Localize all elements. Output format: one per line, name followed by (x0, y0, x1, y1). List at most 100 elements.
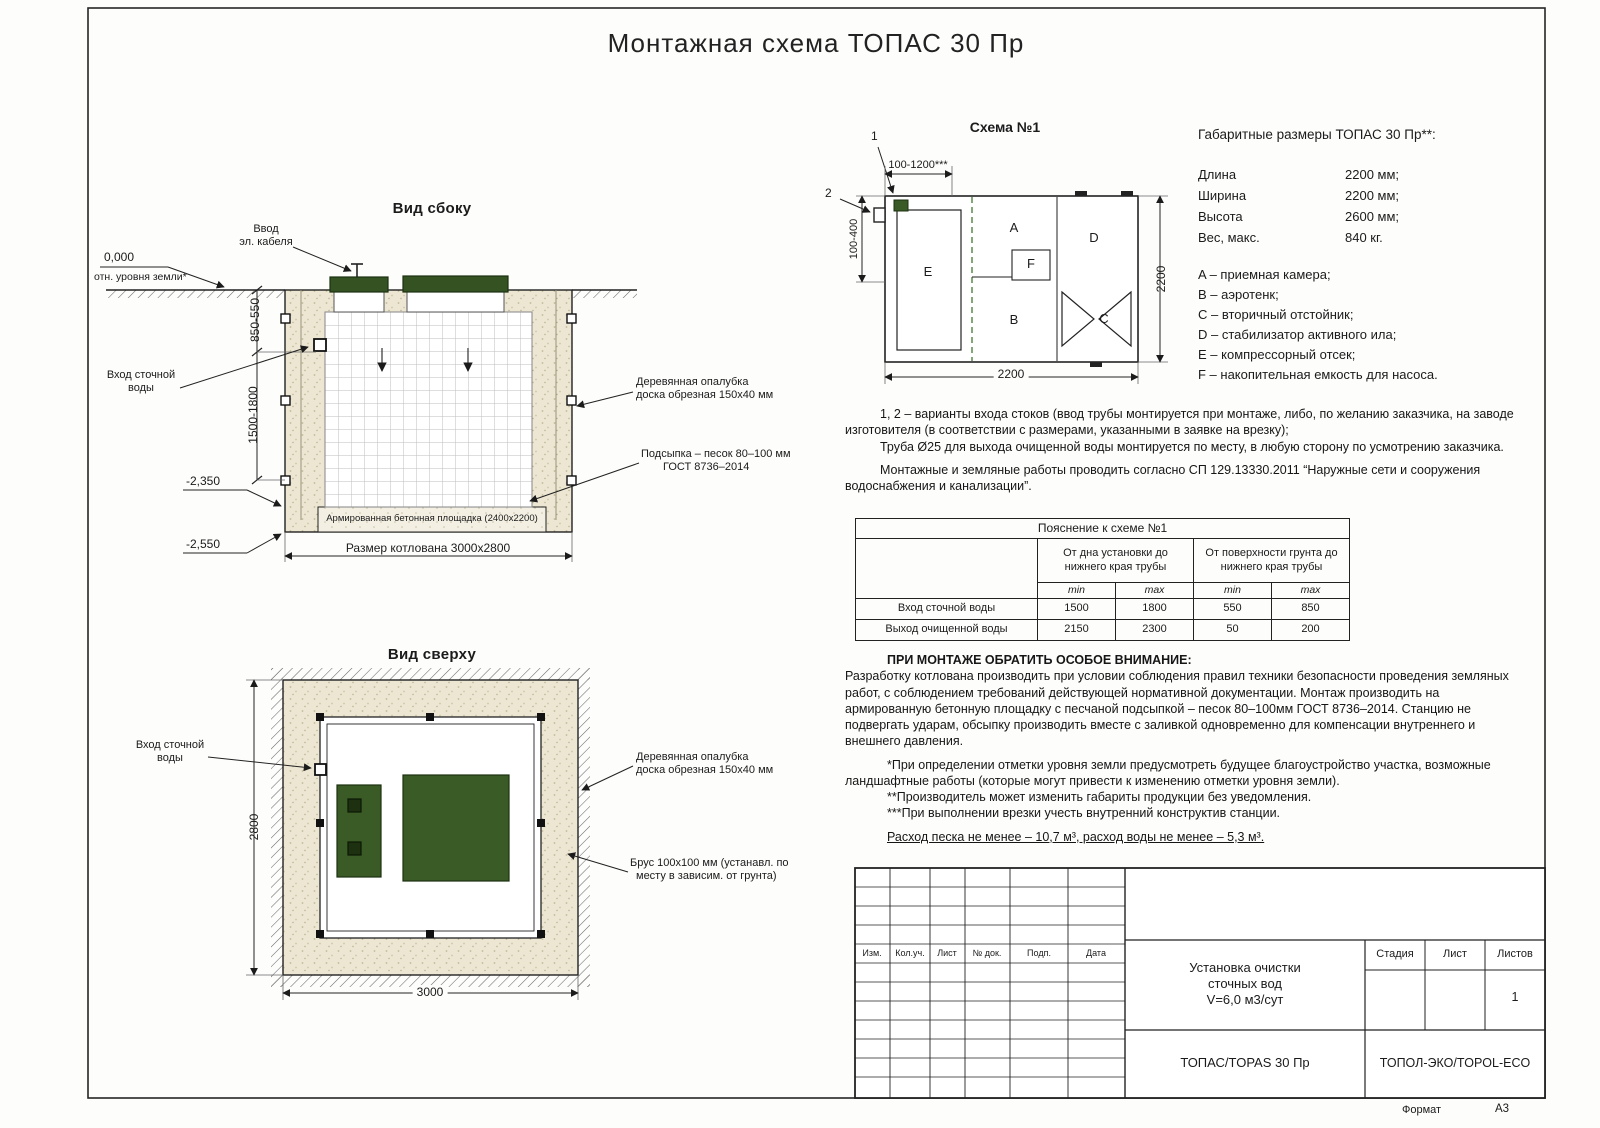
inlet-label-line2: воды (128, 382, 154, 394)
titleblock-header-list: Лист (937, 948, 957, 958)
table-cell: 2150 (1037, 619, 1116, 642)
attention-note-star2: **Производитель может изменить габариты … (887, 790, 1312, 804)
table-cell: 850 (1271, 598, 1350, 621)
dim-850-550: 850-550 (248, 297, 262, 343)
formwork-plan-label-line2: доска обрезная 150х40 мм (636, 764, 774, 776)
legend-item: C – вторичный отстойник; (1198, 307, 1354, 322)
attention-note-star3: ***При выполнении врезки учесть внутренн… (887, 806, 1281, 821)
table-cell: 2300 (1115, 619, 1194, 642)
table-row-label: Вход сточной воды (855, 598, 1038, 621)
dim-row-label: Вес, макс. (1198, 230, 1260, 245)
dim-row-label: Ширина (1198, 188, 1247, 203)
stage-label: Стадия (1376, 948, 1414, 960)
titleblock-header-izm: Изм. (862, 948, 882, 958)
side-view-drawing (100, 246, 640, 562)
elevation-mark-2550: -2,550 (186, 537, 221, 551)
attention-paragraph: Разработку котлована производить при усл… (845, 669, 1509, 749)
elevation-zero-note: отн. уровня земли* (94, 271, 187, 283)
sheet-frame (87, 7, 1546, 1099)
elevation-zero-mark: 0,000 (104, 250, 135, 264)
formwork-label-line1: Деревянная опалубка (636, 376, 749, 388)
schema-dim-bottom: 2200 (993, 367, 1029, 381)
note-outlet-pipe: Труба Ø25 для выхода очищенной воды монт… (880, 439, 1504, 454)
schema-dim-top: 100-1200*** (888, 159, 948, 171)
table-caption: Пояснение к схеме №1 (855, 518, 1350, 539)
title-block-grid (854, 867, 1546, 1099)
inlet-label-line1: Вход сточной (106, 369, 176, 381)
attention-block: ПРИ МОНТАЖЕ ОБРАТИТЬ ОСОБОЕ ВНИМАНИЕ: Ра… (845, 652, 1510, 845)
legend-item: A – приемная камера; (1198, 267, 1331, 282)
note-entries: 1, 2 – варианты входа стоков (ввод трубы… (845, 407, 1514, 438)
dim-3000: 3000 (412, 985, 448, 999)
dim-2800: 2800 (247, 813, 261, 841)
schema-notes: 1, 2 – варианты входа стоков (ввод трубы… (845, 406, 1537, 494)
schema-marker-2: 2 (825, 186, 832, 200)
tank-body (324, 311, 533, 508)
inlet-plan-label-line2: воды (157, 752, 183, 764)
bedding-label-line2: ГОСТ 8736–2014 (663, 461, 750, 473)
formwork-label-line2: доска обрезная 150х40 мм (636, 389, 774, 401)
titleblock-header-data: Дата (1086, 948, 1106, 958)
sheet-label: Лист (1443, 948, 1467, 960)
top-view-title: Вид сверху (387, 646, 477, 663)
legend-item: D – стабилизатор активного ила; (1198, 327, 1397, 342)
project-name-line1: Установка очистки (1189, 960, 1301, 975)
legend-item: F – накопительная емкость для насоса. (1198, 367, 1438, 382)
inlet-port-plan (314, 763, 327, 776)
cover-large-plan (402, 774, 510, 882)
pit-size-dim: Размер котлована 3000х2800 (341, 541, 515, 555)
inlet-port (313, 338, 327, 352)
legend-item: B – аэротенк; (1198, 287, 1279, 302)
table-cell: 50 (1193, 619, 1272, 642)
compartment-e: E (923, 264, 933, 279)
side-view-title: Вид сбоку (392, 200, 472, 217)
formwork-plan-label-line1: Деревянная опалубка (636, 751, 749, 763)
concrete-slab (317, 506, 547, 533)
page-title: Монтажная схема ТОПАС 30 Пр (607, 28, 1025, 58)
sand-water-consumption: Расход песка не менее – 10,7 м³, расход … (887, 829, 1265, 844)
schema-dim-left: 100-400 (848, 218, 860, 260)
slab-label: Армированная бетонная площадка (2400х220… (326, 513, 538, 524)
schema-dim-right: 2200 (1154, 265, 1168, 293)
dim-row-label: Длина (1198, 167, 1237, 182)
dim-row-value: 2600 мм; (1345, 209, 1400, 224)
beam-label-line1: Брус 100х100 мм (устанавл. по (630, 857, 789, 869)
table-min-header: min (1037, 581, 1116, 600)
attention-note-star1: *При определении отметки уровня земли пр… (845, 757, 1491, 788)
project-name-line2: сточных вод (1208, 976, 1282, 991)
format-label: Формат (1402, 1104, 1442, 1116)
format-value: А3 (1495, 1103, 1510, 1115)
compartment-d: D (1089, 230, 1099, 245)
elevation-mark-2350: -2,350 (186, 474, 221, 488)
table-cell: 200 (1271, 619, 1350, 642)
legend-item: E – компрессорный отсек; (1198, 347, 1356, 362)
model-name: ТОПАС/TOPAS 30 Пр (1180, 1055, 1310, 1070)
cable-entry-label-line1: Ввод (253, 223, 279, 235)
table-corner-cell (855, 537, 1038, 600)
lid-large (402, 275, 509, 293)
entry-2 (873, 207, 886, 223)
compartment-b: B (1009, 312, 1019, 327)
compressor-bay (896, 209, 962, 351)
attention-title: ПРИ МОНТАЖЕ ОБРАТИТЬ ОСОБОЕ ВНИМАНИЕ: (887, 653, 1192, 667)
titleblock-header-podp: Подп. (1027, 948, 1051, 958)
sheets-label: Листов (1497, 948, 1533, 960)
company-name: ТОПОЛ-ЭКО/TOPOL-ECO (1379, 1056, 1531, 1070)
sheets-value: 1 (1511, 990, 1519, 1004)
beam-label-line2: месту в зависим. от грунта) (636, 870, 777, 882)
explanation-table: Пояснение к схеме №1 От дна установки до… (855, 518, 1350, 642)
dim-row-value: 2200 мм; (1345, 188, 1400, 203)
dim-row-value: 840 кг. (1345, 230, 1383, 245)
titleblock-header-koluch: Кол.уч. (895, 948, 925, 958)
pump-tank (1011, 249, 1051, 281)
bedding-label-line1: Подсыпка – песок 80–100 мм (641, 448, 791, 460)
lid-small (329, 276, 389, 293)
table-cell: 1800 (1115, 598, 1194, 621)
table-row-label: Выход очищенной воды (855, 619, 1038, 642)
dim-row-value: 2200 мм; (1345, 167, 1400, 182)
inlet-plan-label-line1: Вход сточной (135, 739, 205, 751)
table-max-header: max (1271, 581, 1350, 600)
schema-title: Схема №1 (969, 119, 1041, 135)
